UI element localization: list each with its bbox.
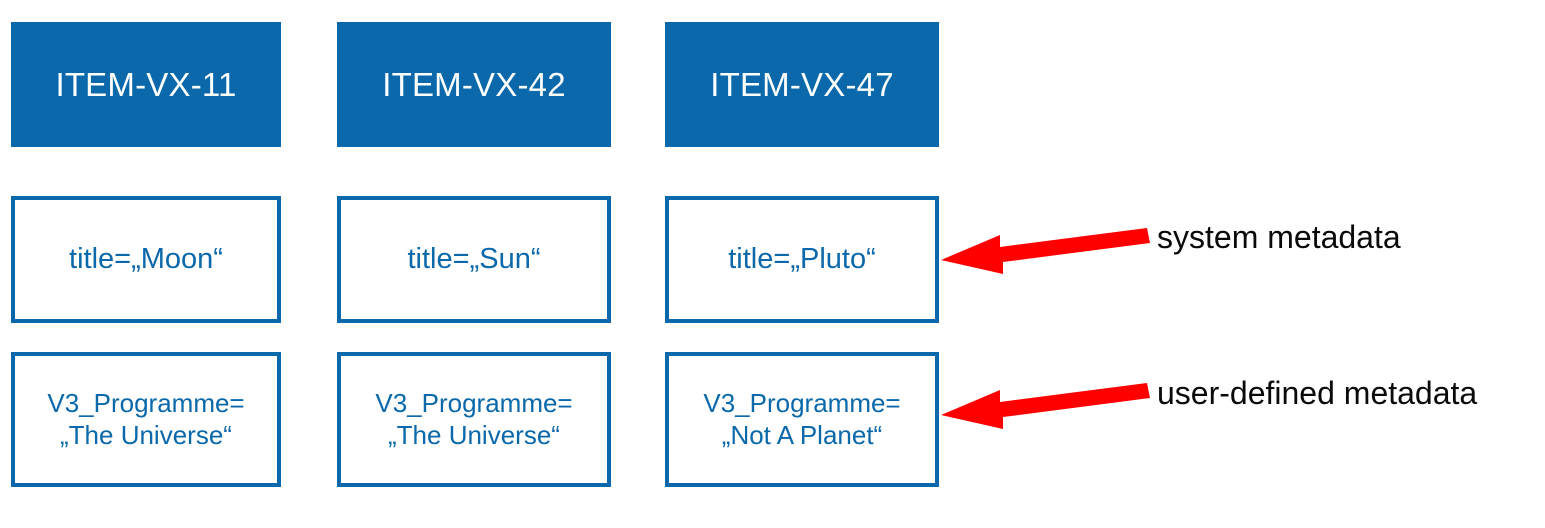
arrow-left-user-metadata-icon — [941, 383, 1150, 429]
user-metadata-text-1: V3_Programme= „The Universe“ — [47, 388, 245, 450]
item-id-box-3: ITEM-VX-47 — [665, 22, 939, 147]
arrow-left-system-metadata-icon — [941, 228, 1150, 274]
system-metadata-text-2: title=„Sun“ — [407, 243, 541, 276]
annotation-label-user-metadata: user-defined metadata — [1157, 375, 1478, 411]
user-metadata-text-3: V3_Programme= „Not A Planet“ — [703, 388, 901, 450]
system-metadata-text-3: title=„Pluto“ — [728, 243, 876, 276]
user-metadata-text-2: V3_Programme= „The Universe“ — [375, 388, 573, 450]
item-id-box-2: ITEM-VX-42 — [337, 22, 611, 147]
user-metadata-box-3: V3_Programme= „Not A Planet“ — [665, 352, 939, 487]
item-id-box-1: ITEM-VX-11 — [11, 22, 281, 147]
system-metadata-text-1: title=„Moon“ — [69, 243, 223, 276]
item-id-label-1: ITEM-VX-11 — [55, 66, 237, 103]
item-id-label-3: ITEM-VX-47 — [710, 66, 894, 103]
annotation-label-system-metadata: system metadata — [1157, 219, 1401, 255]
user-metadata-box-1: V3_Programme= „The Universe“ — [11, 352, 281, 487]
system-metadata-box-1: title=„Moon“ — [11, 196, 281, 323]
system-metadata-box-2: title=„Sun“ — [337, 196, 611, 323]
user-metadata-box-2: V3_Programme= „The Universe“ — [337, 352, 611, 487]
system-metadata-box-3: title=„Pluto“ — [665, 196, 939, 323]
item-id-label-2: ITEM-VX-42 — [382, 66, 566, 103]
